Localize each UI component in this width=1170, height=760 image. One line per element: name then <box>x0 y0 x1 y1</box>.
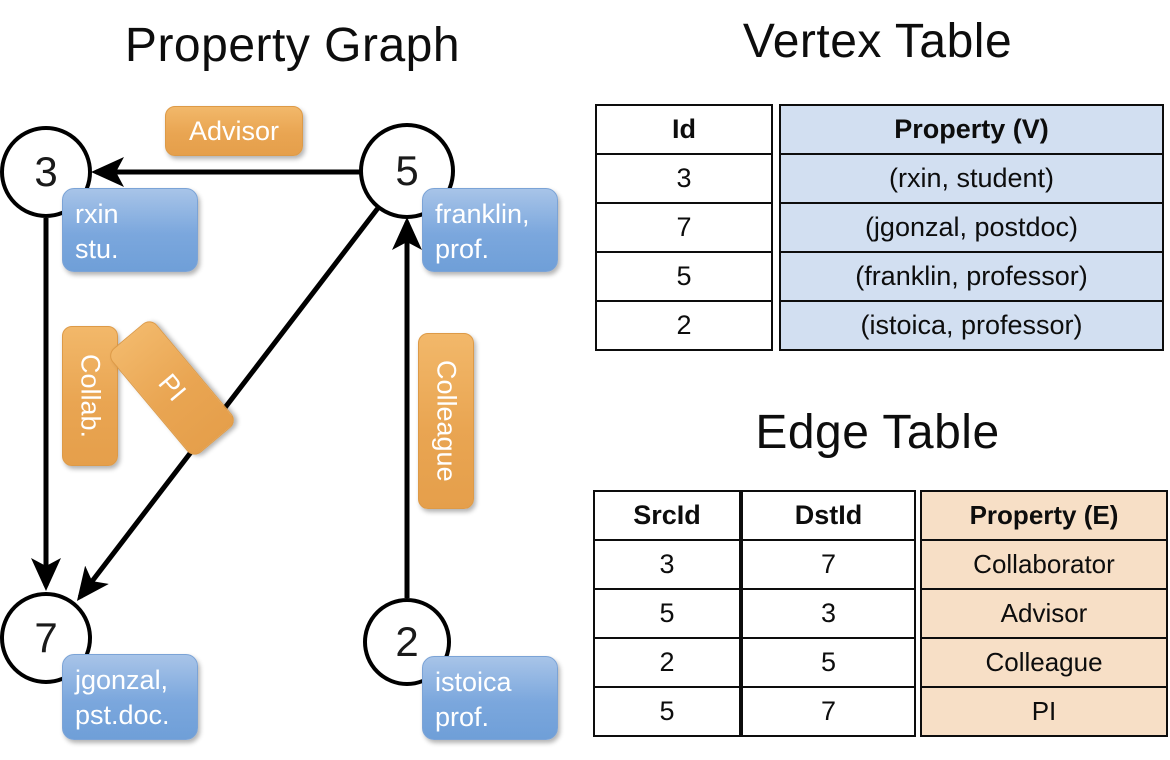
edge-property-cell: Collaborator <box>920 539 1168 590</box>
edge-src-cell: 2 <box>593 637 741 688</box>
table-row: 7 <box>741 539 916 590</box>
vertex-property-box-istoica: istoica prof. <box>422 656 558 740</box>
table-header-row: DstId <box>741 490 916 541</box>
vertex-property-line-2: pst.doc. <box>75 700 170 731</box>
vertex-id-cell: 5 <box>595 251 773 302</box>
table-row: (jgonzal, postdoc) <box>779 202 1164 253</box>
edge-label-colleague: Colleague <box>418 333 474 509</box>
edge-property-cell: Colleague <box>920 637 1168 688</box>
edge-dst-cell: 3 <box>741 588 916 639</box>
graph-node-2-label: 2 <box>395 618 419 665</box>
vertex-property-line-1: rxin <box>75 199 119 229</box>
table-row: 7 <box>741 686 916 737</box>
vertex-table-property-column: Property (V) (rxin, student) (jgonzal, p… <box>779 104 1164 351</box>
table-row: 7 <box>595 202 773 253</box>
page-title-edge-table: Edge Table <box>755 406 1000 459</box>
graph-node-3-label: 3 <box>34 148 58 195</box>
table-header-row: Property (V) <box>779 104 1164 155</box>
table-row: 2 <box>595 300 773 351</box>
vertex-property-line-2: stu. <box>75 234 119 265</box>
table-row: 5 <box>741 637 916 688</box>
table-row: 5 <box>593 588 741 639</box>
vertex-table-id-column: Id 3 7 5 2 <box>595 104 773 351</box>
edge-property-cell: PI <box>920 686 1168 737</box>
vertex-property-line-1: jgonzal, <box>75 665 169 695</box>
table-row: (franklin, professor) <box>779 251 1164 302</box>
edge-table-header-dstid: DstId <box>741 490 916 541</box>
vertex-property-box-franklin: franklin, prof. <box>422 188 558 272</box>
vertex-property-cell: (rxin, student) <box>779 153 1164 204</box>
edge-src-cell: 3 <box>593 539 741 590</box>
table-row: Colleague <box>920 637 1168 688</box>
edge-dst-cell: 7 <box>741 539 916 590</box>
vertex-property-cell: (jgonzal, postdoc) <box>779 202 1164 253</box>
edge-dst-cell: 5 <box>741 637 916 688</box>
table-row: (rxin, student) <box>779 153 1164 204</box>
vertex-property-box-rxin: rxin stu. <box>62 188 198 272</box>
page-title-vertex-table: Vertex Table <box>742 15 1013 68</box>
table-row: Advisor <box>920 588 1168 639</box>
edge-dst-cell: 7 <box>741 686 916 737</box>
vertex-id-cell: 7 <box>595 202 773 253</box>
edge-label-collab-text: Collab. <box>75 353 106 439</box>
graph-edges-layer <box>31 157 422 601</box>
edge-label-advisor-text: Advisor <box>188 115 280 146</box>
graph-node-5[interactable]: 5 <box>359 123 455 219</box>
vertex-id-cell: 2 <box>595 300 773 351</box>
table-row: 3 <box>741 588 916 639</box>
edge-property-cell: Advisor <box>920 588 1168 639</box>
table-row: 3 <box>593 539 741 590</box>
vertex-property-cell: (franklin, professor) <box>779 251 1164 302</box>
edge-src-cell: 5 <box>593 588 741 639</box>
edge-table-property-column: Property (E) Collaborator Advisor Collea… <box>920 490 1168 737</box>
table-row: PI <box>920 686 1168 737</box>
graph-node-7-label: 7 <box>34 614 58 661</box>
vertex-property-cell: (istoica, professor) <box>779 300 1164 351</box>
edge-label-colleague-text: Colleague <box>431 360 462 482</box>
table-row: Collaborator <box>920 539 1168 590</box>
edge-src-cell: 5 <box>593 686 741 737</box>
edge-label-collab: Collab. <box>62 326 118 466</box>
vertex-table-header-id: Id <box>595 104 773 155</box>
edge-table-dstid-column: DstId 7 3 5 7 <box>741 490 916 737</box>
edge-table-header-srcid: SrcId <box>593 490 741 541</box>
graph-node-2[interactable]: 2 <box>363 598 451 686</box>
edge-table-header-property: Property (E) <box>920 490 1168 541</box>
table-row: 5 <box>593 686 741 737</box>
table-row: (istoica, professor) <box>779 300 1164 351</box>
table-header-row: Id <box>595 104 773 155</box>
vertex-property-line-2: prof. <box>435 702 490 733</box>
table-header-row: SrcId <box>593 490 741 541</box>
page-title-property-graph: Property Graph <box>124 19 461 72</box>
vertex-property-line-1: franklin, <box>435 199 530 229</box>
edge-label-advisor: Advisor <box>165 106 303 156</box>
table-row: 5 <box>595 251 773 302</box>
edge-5-to-7 <box>76 206 380 601</box>
graph-node-5-label: 5 <box>395 147 419 194</box>
vertex-property-box-jgonzal: jgonzal, pst.doc. <box>62 654 198 740</box>
table-row: 3 <box>595 153 773 204</box>
vertex-property-line-2: prof. <box>435 234 490 265</box>
vertex-property-line-1: istoica <box>435 667 512 697</box>
vertex-id-cell: 3 <box>595 153 773 204</box>
table-header-row: Property (E) <box>920 490 1168 541</box>
table-row: 2 <box>593 637 741 688</box>
edge-table-srcid-column: SrcId 3 5 2 5 <box>593 490 741 737</box>
edge-label-pi-text: PI <box>152 368 193 408</box>
vertex-table-header-property: Property (V) <box>779 104 1164 155</box>
